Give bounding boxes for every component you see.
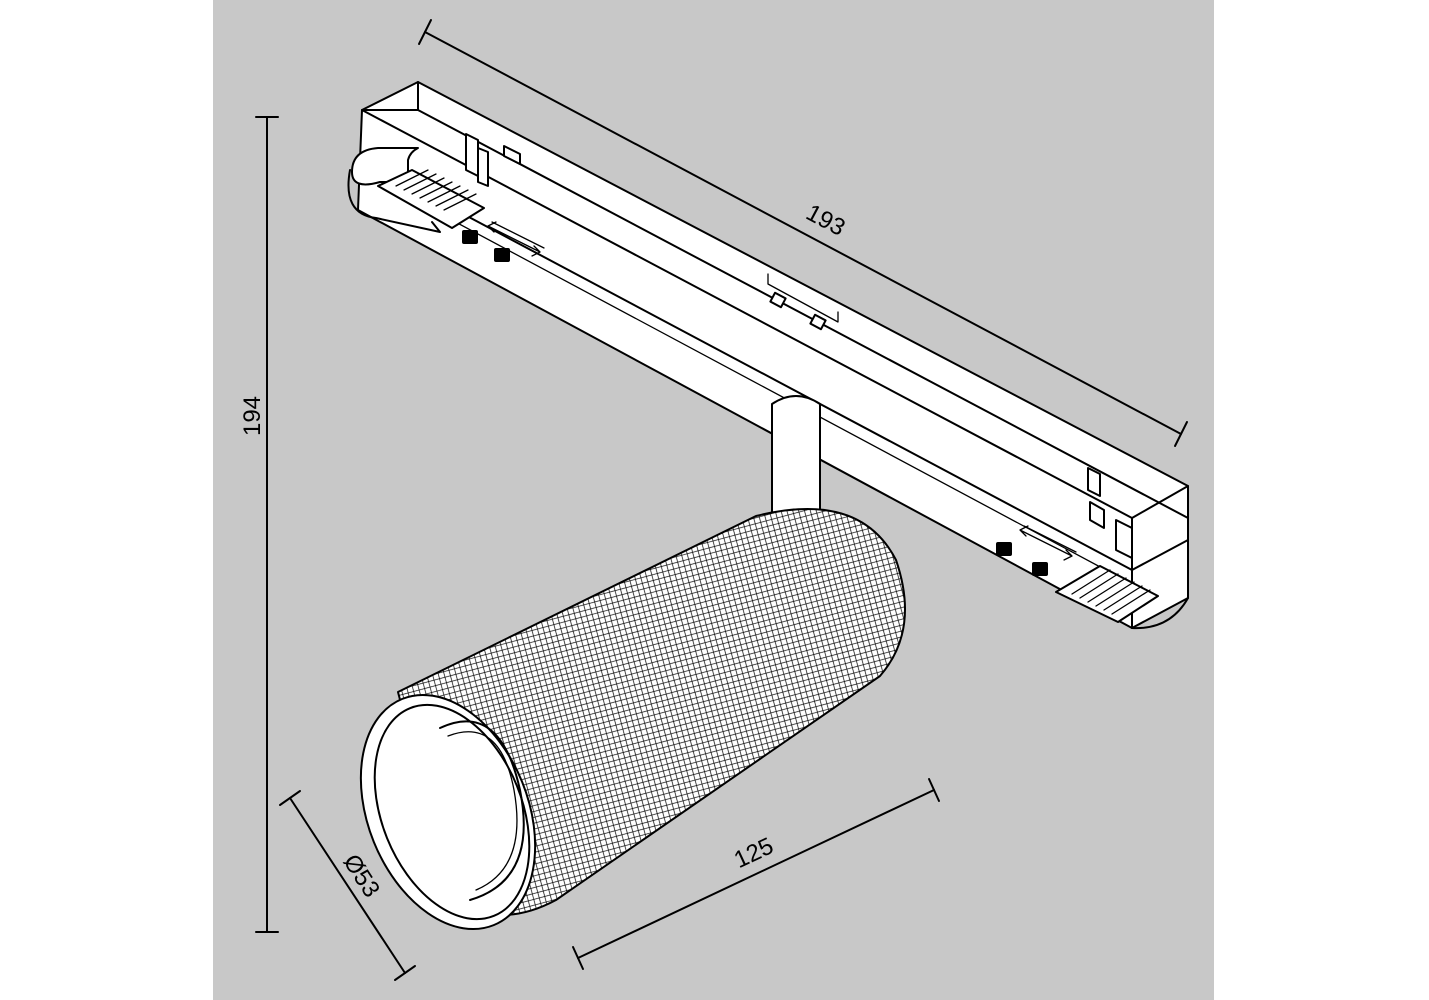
lock-closed-icon [996,542,1012,556]
track-adapter [347,81,1189,630]
lock-closed-icon [494,248,510,262]
contact-slot [809,313,827,331]
contact-slot [769,291,787,309]
slide-arrow-icon [487,221,545,257]
lock-open-icon [462,230,478,244]
height-dimension: 194 [239,116,279,933]
right-vent-grille [1055,565,1159,623]
spot-housing [359,507,906,931]
slide-arrow-icon [1019,525,1077,561]
left-vent-grille [377,169,485,229]
lock-open-icon [1032,562,1048,576]
height-dimension-label: 194 [239,396,266,436]
